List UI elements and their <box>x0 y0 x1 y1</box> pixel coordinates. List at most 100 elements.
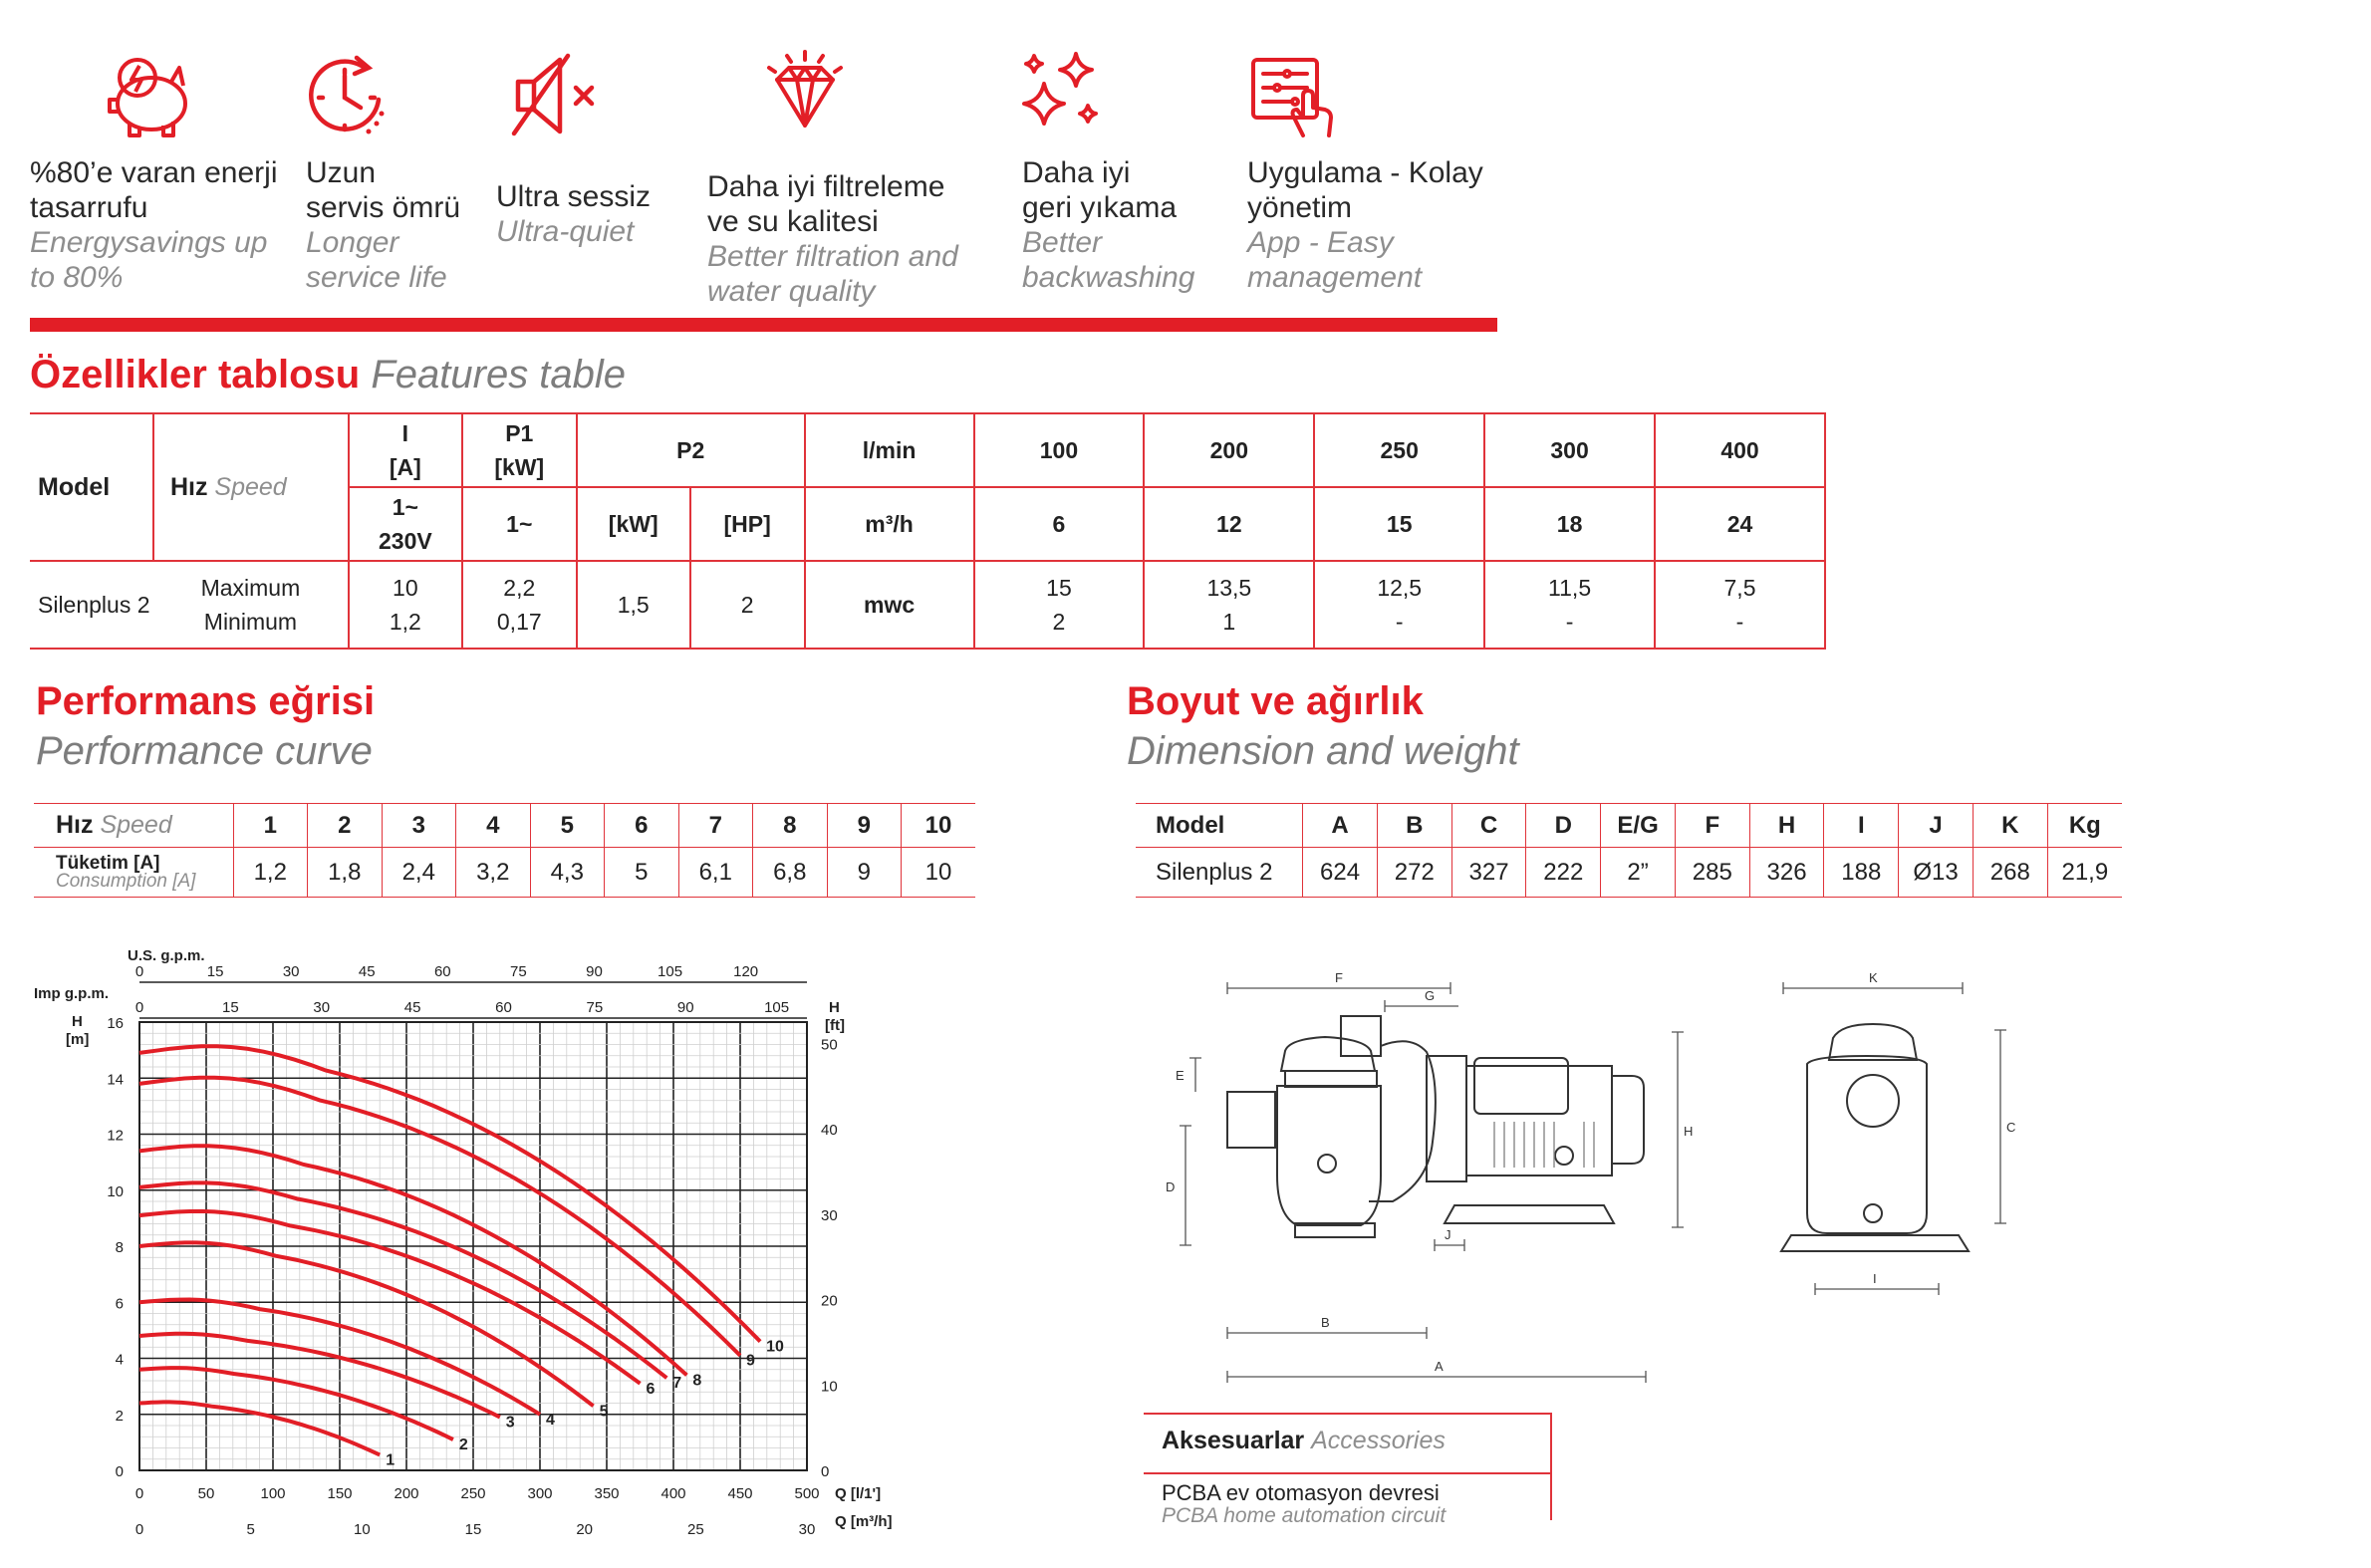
header-p1-l2: [kW] <box>494 454 545 480</box>
consumption-cell: 6,1 <box>677 847 753 898</box>
header-model: Model <box>30 412 154 562</box>
header-speed-en: Speed <box>214 472 287 501</box>
feature-subtitle-line: service life <box>306 261 447 294</box>
title-en: Features table <box>371 353 627 396</box>
phase-l1: 1~ <box>392 494 418 520</box>
front-body <box>1806 1054 1928 1234</box>
dimension-title-tr: Boyut ve ağırlık <box>1127 679 1424 723</box>
header-i-l2: [A] <box>389 454 421 480</box>
consumption-cell: 2,4 <box>381 847 456 898</box>
curve-speed-2 <box>138 1366 454 1441</box>
front-inlet <box>1846 1074 1900 1128</box>
speed-cell: 2 <box>307 803 382 848</box>
curve-speed-5 <box>138 1240 595 1408</box>
label-g: G <box>1425 988 1435 1003</box>
us-gpm-tick-label: 105 <box>658 963 682 980</box>
sparkles-icon <box>1022 52 1098 126</box>
inlet-pipe <box>1226 1091 1276 1149</box>
label-k: K <box>1869 970 1878 985</box>
x-m3h-tick-label: 25 <box>687 1521 704 1538</box>
us-gpm-tick-label: 120 <box>733 963 758 980</box>
y-ft-tick-label: 30 <box>821 1207 838 1224</box>
motor-cap <box>1612 1075 1645 1165</box>
outlet-pipe <box>1340 1015 1382 1057</box>
speed-en: Speed <box>100 811 172 839</box>
x-tick-label: 300 <box>527 1485 552 1502</box>
header-i-phase: 1~230V <box>347 486 463 562</box>
head-min: - <box>1735 609 1744 635</box>
dim-line-i <box>1814 1283 1940 1295</box>
x-tick-label: 250 <box>460 1485 485 1502</box>
consumption-cell: 1,2 <box>232 847 308 898</box>
label-d: D <box>1166 1179 1175 1194</box>
dim-line-k <box>1782 982 1964 994</box>
speed-header: Hız Speed <box>34 803 233 848</box>
speed-cell: 9 <box>826 803 902 848</box>
dim-value: 268 <box>1972 847 2048 898</box>
x-label-2: Q [m³/h] <box>835 1513 893 1530</box>
header-p1: P1[kW] <box>460 412 578 488</box>
imp-gpm-tick-label: 30 <box>313 999 330 1016</box>
m3h-value: 15 <box>1313 486 1486 562</box>
imp-gpm-tick-label: 105 <box>764 999 789 1016</box>
label-c: C <box>2006 1120 2015 1135</box>
curve-speed-8 <box>138 1144 688 1377</box>
dim-header: B <box>1376 803 1452 848</box>
x-tick-label: 100 <box>260 1485 285 1502</box>
y-tick-label: 6 <box>116 1295 124 1312</box>
y-ft-tick-label: 40 <box>821 1122 838 1139</box>
base <box>1443 1204 1616 1224</box>
volute <box>1369 1040 1437 1202</box>
cons-en: Consumption [A] <box>56 870 196 892</box>
features-table-title: Özellikler tablosu Features table <box>30 353 626 397</box>
diamond-icon <box>767 50 843 128</box>
x-tick-label: 450 <box>727 1485 752 1502</box>
dim-header: Kg <box>2046 803 2122 848</box>
header-i-l1: I <box>401 420 409 446</box>
dim-value: Ø13 <box>1898 847 1974 898</box>
lid-shape <box>1279 1035 1377 1072</box>
dim-header: H <box>1748 803 1824 848</box>
dim-line-a <box>1226 1371 1647 1383</box>
feature-quiet <box>508 48 604 143</box>
m3h-value: 6 <box>972 486 1146 562</box>
imp-gpm-label: Imp g.p.m. <box>34 985 109 1002</box>
x-m3h-tick-label: 10 <box>354 1521 371 1538</box>
feature-energy <box>102 48 197 143</box>
speed-cell: 4 <box>455 803 530 848</box>
head-min: - <box>1395 609 1404 635</box>
dim-header: I <box>1823 803 1899 848</box>
dim-value: 2” <box>1600 847 1676 898</box>
curve-label-6: 6 <box>647 1381 656 1398</box>
header-flow: 300 <box>1483 412 1657 488</box>
dim-header: K <box>1972 803 2048 848</box>
feature-title-line: geri yıkama <box>1022 191 1178 224</box>
header-p2: P2 <box>575 412 806 488</box>
y-tick-label: 0 <box>116 1463 124 1480</box>
feature-service-life <box>299 48 395 143</box>
feature-backwash <box>1016 48 1112 143</box>
consumption-cell: 1,8 <box>307 847 382 898</box>
terminal-box <box>1473 1057 1569 1115</box>
y-label-left-unit: [m] <box>66 1031 89 1048</box>
m3h-value: 18 <box>1483 486 1657 562</box>
y-tick-label: 16 <box>107 1015 124 1032</box>
y-tick-label: 12 <box>107 1128 124 1145</box>
curve-label-8: 8 <box>692 1372 701 1389</box>
speed-tr: Hız <box>56 811 94 839</box>
feature-subtitle-line: backwashing <box>1022 261 1195 294</box>
curve-label-1: 1 <box>386 1452 395 1469</box>
feature-title-line: tasarrufu <box>30 191 148 224</box>
head-max: 11,5 <box>1548 575 1592 601</box>
speed-consumption-table: Hız Speed 1 2 3 4 5 6 7 8 9 10 Tüketim [… <box>34 803 975 898</box>
label-e: E <box>1176 1068 1185 1083</box>
header-flow: 200 <box>1143 412 1316 488</box>
y-ft-tick-label: 0 <box>821 1463 829 1480</box>
us-gpm-tick-label: 90 <box>586 963 603 980</box>
speed-cell: 1 <box>232 803 308 848</box>
imp-gpm-tick-label: 45 <box>404 999 421 1016</box>
m3h-value: 24 <box>1654 486 1826 562</box>
